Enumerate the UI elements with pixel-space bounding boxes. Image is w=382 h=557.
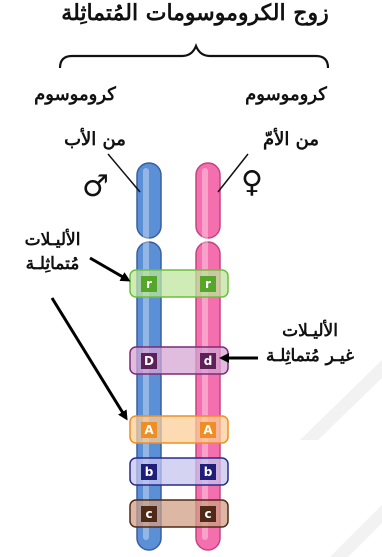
- allele-r-paternal: r: [146, 277, 152, 291]
- title-brace: [58, 43, 330, 69]
- allele-d-maternal: d: [203, 354, 213, 368]
- homozygous-label-line1: الأليـلات: [24, 230, 81, 250]
- allele-c-paternal: c: [145, 507, 153, 521]
- paternal-label-line1: كروموسوم: [34, 84, 116, 105]
- maternal-label-line1: كروموسوم: [245, 84, 327, 105]
- homozygous-arrow-long: [50, 297, 128, 421]
- heterozygous-label-line1: الأليـلات: [282, 321, 338, 341]
- heterozygous-label-line2: غيـر مُتماثِلـة: [266, 346, 354, 366]
- allele-c-maternal: c: [204, 507, 212, 521]
- decorative-stripe-lower: [330, 505, 382, 557]
- allele-d-paternal: D: [144, 354, 154, 368]
- maternal-label-line2: من الأمّ: [262, 129, 320, 150]
- allele-a-paternal: A: [144, 423, 154, 437]
- allele-r-maternal: r: [205, 277, 211, 291]
- allele-b-paternal: b: [144, 465, 154, 479]
- diagram-title: زوج الكروموسومات المُتماثِلة: [61, 0, 329, 26]
- paternal-pointer-line: [107, 153, 141, 193]
- decorative-stripe-upper: [300, 360, 382, 440]
- female-symbol-icon: ♀: [241, 165, 263, 200]
- homozygous-label-line2: مُتماثِلـة: [25, 254, 80, 274]
- maternal-pointer-line: [217, 153, 249, 193]
- paternal-label-line2: من الأب: [64, 129, 126, 150]
- male-symbol-icon: ♂: [82, 169, 109, 204]
- allele-b-maternal: b: [203, 465, 213, 479]
- allele-a-maternal: A: [203, 423, 213, 437]
- homozygous-arrow-short: [89, 256, 131, 282]
